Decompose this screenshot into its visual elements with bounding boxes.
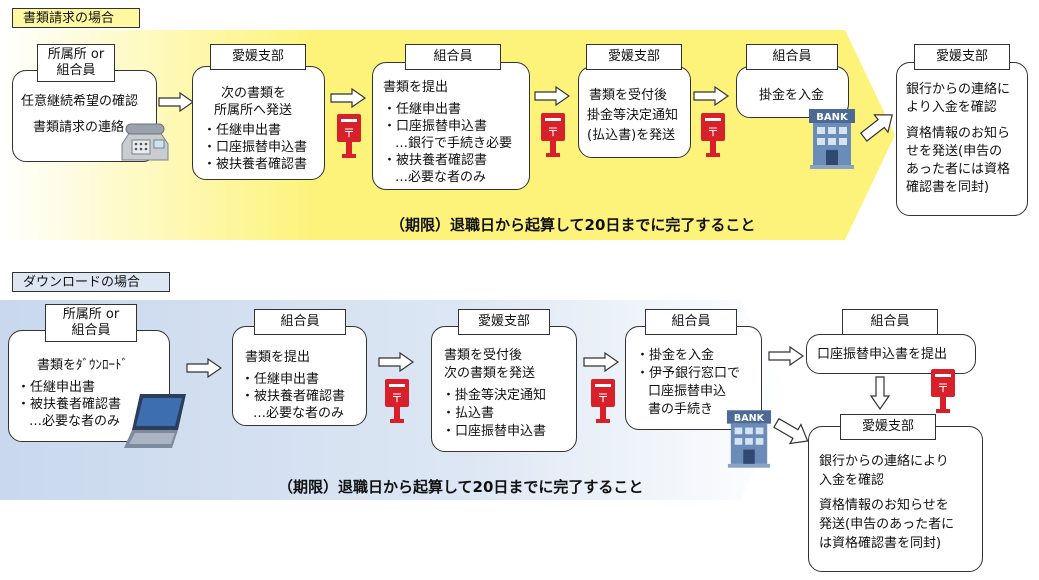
- s1-arrow-3: [534, 86, 570, 106]
- s2-step1-line4: …必要な者のみ: [29, 414, 121, 429]
- laptop-icon: [124, 394, 186, 448]
- s1-arrow-2: [330, 88, 366, 108]
- s1-step1-line2: 書類請求の連絡: [33, 120, 125, 135]
- s1-step3-line2: ・任継申出書: [383, 102, 462, 117]
- s1-step4-line2: 掛金等決定通知: [587, 108, 679, 123]
- s2-step3-line1: 書類を受付後: [444, 348, 523, 363]
- s1-step1-tag: 所属所 or 組合員: [37, 44, 115, 82]
- s2-arrow-6: [773, 417, 809, 445]
- s1-step2-box: 次の書類を 所属所へ発送 ・任継申出書 ・口座振替申込書 ・被扶養者確認書: [192, 66, 325, 180]
- s2-arrow-4: [768, 346, 804, 366]
- s1-step6-line2: より入金を確認: [906, 100, 997, 115]
- s1-step3-line1: 書類を提出: [383, 80, 449, 95]
- s1-arrow-4: [693, 86, 729, 106]
- s1-step5-line1: 掛金を入金: [759, 88, 825, 103]
- s1-step3-tag: 組合員: [405, 44, 501, 70]
- s2-step3-box: 書類を受付後 次の書類を発送 ・掛金等決定通知 ・払込書 ・口座振替申込書: [431, 326, 577, 452]
- s2-step6-line1: 銀行からの連絡により: [819, 454, 949, 469]
- s1-step4-tag: 愛媛支部: [586, 44, 682, 70]
- s2-step5-box: 口座振替申込書を提出: [806, 334, 976, 374]
- s2-step6-box: 銀行からの連絡により 入金を確認 資格情報のお知らせを 発送(申告のあった者に …: [808, 426, 983, 572]
- s1-postbox-icon-3: [700, 112, 726, 158]
- s1-step2-tag: 愛媛支部: [210, 44, 306, 70]
- s1-step1-tag-line1: 所属所 or: [47, 47, 105, 62]
- s1-step3-box: 書類を提出 ・任継申出書 ・口座振替申込書 …銀行で手続き必要 ・被扶養者確認書…: [372, 62, 530, 190]
- s2-step6-line2: 入金を確認: [819, 473, 885, 488]
- s2-bank-sign: BANK: [734, 413, 765, 424]
- s1-step3-line3: ・口座振替申込書: [383, 119, 488, 134]
- s2-step3-line5: ・口座振替申込書: [442, 424, 547, 439]
- s2-postbox-icon-3: [930, 368, 956, 414]
- s1-step2-line5: ・被扶養者確認書: [203, 157, 308, 172]
- s1-step2-line1: 次の書類を: [221, 86, 287, 101]
- s2-step4-tag: 組合員: [645, 309, 737, 335]
- s2-step5-tag: 組合員: [842, 309, 938, 335]
- s2-step6-line3: 資格情報のお知らせを: [819, 498, 949, 513]
- s2-step2-line4: …必要な者のみ: [253, 406, 345, 421]
- s1-step1-tag-line2: 組合員: [56, 63, 96, 78]
- s1-step6-box: 銀行からの連絡に より入金を確認 資格情報のお知ら せを発送(申告の あった者に…: [896, 62, 1028, 216]
- s1-step5-tag: 組合員: [746, 44, 838, 70]
- s2-step5-line1: 口座振替申込書を提出: [817, 347, 948, 362]
- section2-label: ダウンロードの場合: [12, 272, 170, 292]
- s2-step3-tag: 愛媛支部: [458, 309, 550, 335]
- s2-step2-line3: ・被扶養者確認書: [241, 389, 346, 404]
- s2-step3-line3: ・掛金等決定通知: [442, 388, 547, 403]
- s1-arrow-1: [158, 92, 194, 112]
- s2-postbox-icon-1: [384, 378, 410, 424]
- s1-bank-sign: BANK: [816, 112, 849, 123]
- s1-step6-tag: 愛媛支部: [914, 44, 1010, 70]
- s1-step4-line3: (払込書)を発送: [587, 128, 676, 143]
- s2-arrow-2: [378, 352, 414, 372]
- s2-step4-line4: 書の手続き: [648, 402, 714, 417]
- s2-step4-line1: ・掛金を入金: [636, 348, 715, 363]
- telephone-icon: [121, 123, 169, 161]
- s1-arrow-5: [859, 114, 893, 142]
- s2-step2-line2: ・任継申出書: [241, 372, 320, 387]
- s1-step3-line5: ・被扶養者確認書: [383, 153, 488, 168]
- s2-step6-line5: は資格確認書を同封): [819, 536, 942, 551]
- s2-step6-line4: 発送(申告のあった者に: [819, 517, 955, 532]
- s2-step6-tag: 愛媛支部: [840, 414, 936, 440]
- s1-bank-icon: BANK: [809, 109, 855, 169]
- s2-bank-icon: BANK: [726, 410, 772, 468]
- s2-step1-tag-line2: 組合員: [71, 323, 111, 338]
- s2-step1-line1: 書類をﾀﾞｳﾝﾛｰﾄﾞ: [37, 358, 129, 373]
- s2-step3-line4: ・払込書: [442, 406, 495, 421]
- s1-step4-line1: 書類を受付後: [589, 88, 668, 103]
- s2-arrow-5-down: [870, 376, 890, 410]
- section1-label: 書類請求の場合: [12, 8, 140, 28]
- s2-step3-line2: 次の書類を発送: [444, 366, 536, 381]
- s2-deadline: （期限）退職日から起算して20日までに完了すること: [278, 478, 644, 496]
- s2-step1-tag: 所属所 or 組合員: [45, 304, 137, 342]
- s1-deadline: （期限）退職日から起算して20日までに完了すること: [390, 216, 756, 234]
- s2-step2-line1: 書類を提出: [245, 350, 311, 365]
- s2-step2-tag: 組合員: [254, 309, 346, 335]
- s1-step3-line6: …必要な者のみ: [395, 170, 487, 185]
- s2-step4-line3: 口座振替申込: [648, 384, 727, 399]
- s1-postbox-icon-2: [540, 112, 566, 158]
- s1-step3-line4: …銀行で手続き必要: [395, 136, 513, 151]
- s2-arrow-1: [186, 358, 222, 378]
- s1-step6-line6: 確認書を同封): [906, 180, 990, 195]
- s2-postbox-icon-2: [590, 378, 616, 424]
- s2-step2-box: 書類を提出 ・任継申出書 ・被扶養者確認書 …必要な者のみ: [232, 326, 367, 426]
- s1-step1-line1: 任意継続希望の確認: [21, 94, 139, 109]
- s1-postbox-icon-1: [336, 113, 362, 159]
- s1-step6-line4: せを発送(申告の: [906, 144, 1003, 159]
- s1-step2-line3: ・任継申出書: [203, 123, 282, 138]
- s1-step4-box: 書類を受付後 掛金等決定通知 (払込書)を発送: [578, 66, 691, 158]
- s1-step2-line4: ・口座振替申込書: [203, 140, 308, 155]
- s1-step2-line2: 所属所へ発送: [214, 103, 293, 118]
- s2-step1-line2: ・任継申出書: [17, 380, 96, 395]
- s2-step4-line2: ・伊予銀行窓口で: [636, 366, 741, 381]
- s2-arrow-3: [583, 352, 619, 372]
- s1-step6-line5: あった者には資格: [906, 162, 1011, 177]
- s2-step1-tag-line1: 所属所 or: [62, 307, 120, 322]
- s1-step6-line3: 資格情報のお知ら: [906, 126, 1011, 141]
- s1-step6-line1: 銀行からの連絡に: [906, 82, 1011, 97]
- s2-step1-line3: ・被扶養者確認書: [17, 397, 122, 412]
